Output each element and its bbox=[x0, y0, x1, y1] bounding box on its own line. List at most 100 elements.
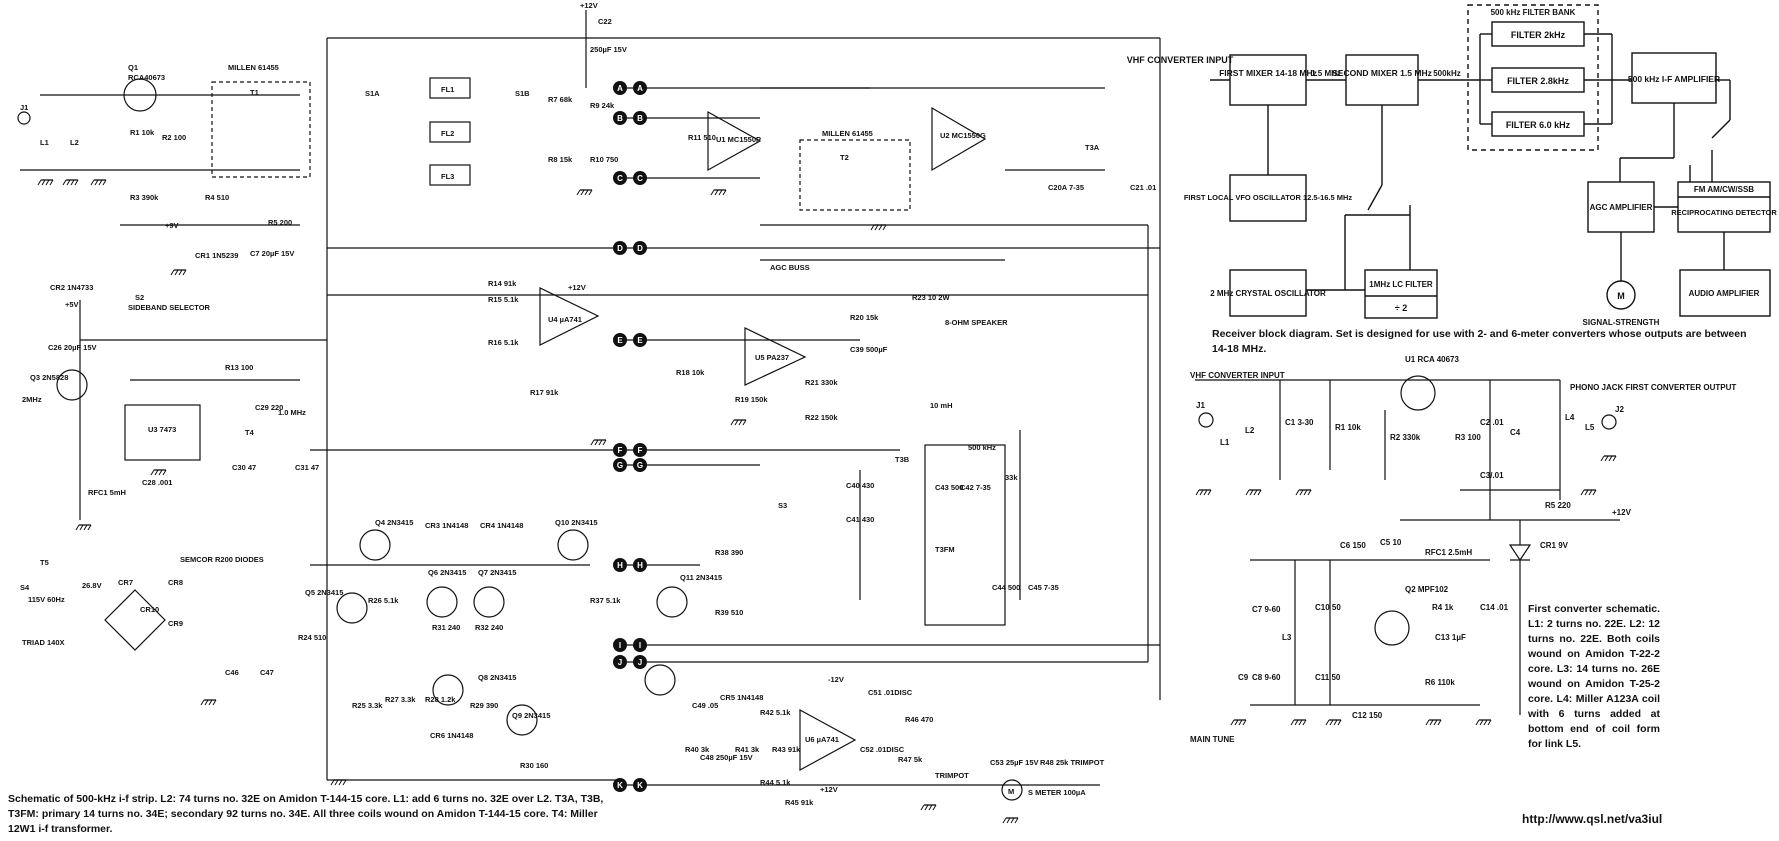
lbl-v115: 115V 60Hz bbox=[28, 595, 65, 604]
lbl-q7: Q7 2N3415 bbox=[478, 568, 516, 577]
if-strip-components bbox=[17, 77, 1023, 801]
lbl-r33k: 33k bbox=[1005, 473, 1018, 482]
lbl-cr7: CR7 bbox=[118, 578, 133, 587]
lbl-c30: C30 47 bbox=[232, 463, 256, 472]
conv-c5: C5 10 bbox=[1380, 538, 1402, 547]
conv-c2: C2 .01 bbox=[1480, 418, 1504, 427]
lbl-t3a: T3A bbox=[1085, 143, 1100, 152]
if-strip-caption: Schematic of 500-kHz i-f strip. L2: 74 t… bbox=[8, 793, 604, 835]
lbl-r32: R32 240 bbox=[475, 623, 503, 632]
conv-r4: R4 1k bbox=[1432, 603, 1454, 612]
lbl-c22v: 250µF 15V bbox=[590, 45, 627, 54]
conv-c11: C11 50 bbox=[1315, 673, 1341, 682]
lbl-r21: R21 330k bbox=[805, 378, 838, 387]
bd-divider: ÷ 2 bbox=[1395, 303, 1407, 313]
conn-i: I bbox=[619, 641, 621, 650]
lbl-u4: U4 µA741 bbox=[548, 315, 582, 324]
lbl-r27: R27 3.3k bbox=[385, 695, 416, 704]
conn-f2: F bbox=[638, 446, 643, 455]
lbl-semcor: SEMCOR R200 DIODES bbox=[180, 555, 264, 564]
conv-c7: C7 9-60 bbox=[1252, 605, 1281, 614]
lbl-fl2: FL2 bbox=[441, 129, 454, 138]
conv-r1: R1 10k bbox=[1335, 423, 1361, 432]
lbl-u6: U6 µA741 bbox=[805, 735, 839, 744]
lbl-cr1: CR1 1N5239 bbox=[195, 251, 238, 260]
conn-e2: E bbox=[637, 336, 643, 345]
lbl-c53: C53 25µF 15V bbox=[990, 758, 1039, 767]
lbl-q4: Q4 2N3415 bbox=[375, 518, 413, 527]
lbl-cr5: CR5 1N4148 bbox=[720, 693, 763, 702]
bd-signal-strength: SIGNAL-STRENGTH bbox=[1583, 318, 1660, 327]
lbl-r42: R42 5.1k bbox=[760, 708, 791, 717]
conv-main-tune: MAIN TUNE bbox=[1190, 735, 1235, 744]
conv-j2: J2 bbox=[1615, 405, 1624, 414]
conv-l1: L1 bbox=[1220, 438, 1230, 447]
lbl-r17: R17 91k bbox=[530, 388, 559, 397]
bd-detector-mode: FM AM/CW/SSB bbox=[1694, 185, 1754, 194]
conv-cr1: CR1 9V bbox=[1540, 541, 1569, 550]
conn-b2: B bbox=[637, 114, 643, 123]
lbl-l1: L1 bbox=[40, 138, 49, 147]
lbl-r38: R38 390 bbox=[715, 548, 743, 557]
converter-caption: First converter schematic. L1: 2 turns n… bbox=[1528, 603, 1660, 750]
conv-c12: C12 150 bbox=[1352, 711, 1383, 720]
conn-c: C bbox=[617, 174, 623, 183]
lbl-s3: S3 bbox=[778, 501, 787, 510]
lbl-t3b: T3B bbox=[895, 455, 910, 464]
conv-c3: C3/.01 bbox=[1480, 471, 1504, 480]
lbl-cr4: CR4 1N4148 bbox=[480, 521, 523, 530]
lbl-fl1: FL1 bbox=[441, 85, 454, 94]
lbl-c28: C28 .001 bbox=[142, 478, 172, 487]
lbl-v12b: +12V bbox=[568, 283, 586, 292]
bd-second-mixer: SECOND MIXER 1.5 MHz bbox=[1332, 68, 1432, 78]
lbl-r46: R46 470 bbox=[905, 715, 933, 724]
lbl-r15: R15 5.1k bbox=[488, 295, 519, 304]
conv-r3: R3 100 bbox=[1455, 433, 1481, 442]
lbl-millen1: MILLEN 61455 bbox=[228, 63, 279, 72]
lbl-s2: S2 bbox=[135, 293, 144, 302]
conv-r6: R6 110k bbox=[1425, 678, 1455, 687]
lbl-c51: C51 .01DISC bbox=[868, 688, 913, 697]
lbl-r22: R22 150k bbox=[805, 413, 838, 422]
lbl-r10: R10 750 bbox=[590, 155, 618, 164]
lbl-r19: R19 150k bbox=[735, 395, 768, 404]
lbl-r16: R16 5.1k bbox=[488, 338, 519, 347]
conn-d: D bbox=[617, 244, 623, 253]
if-strip-wiring bbox=[20, 10, 1161, 786]
conv-v12: +12V bbox=[1612, 508, 1632, 517]
bd-agc-amp: AGC AMPLIFIER bbox=[1590, 203, 1653, 212]
bd-input-label: VHF CONVERTER INPUT bbox=[1127, 55, 1234, 65]
lbl-t5: T5 bbox=[40, 558, 49, 567]
bd-audio-amp: AUDIO AMPLIFIER bbox=[1689, 289, 1760, 298]
conv-r2: R2 330k bbox=[1390, 433, 1421, 442]
lbl-cr10: CR10 bbox=[140, 605, 159, 614]
lbl-r23: R23 10 2W bbox=[912, 293, 950, 302]
lbl-agc: AGC BUSS bbox=[770, 263, 810, 272]
lbl-r18: R18 10k bbox=[676, 368, 705, 377]
lbl-c48: C48 250µF 15V bbox=[700, 753, 753, 762]
lbl-v12-top: +12V bbox=[580, 1, 598, 10]
lbl-j1: J1 bbox=[20, 103, 28, 112]
conv-j1: J1 bbox=[1196, 401, 1205, 410]
lbl-q11: Q11 2N3415 bbox=[680, 573, 722, 582]
conn-b: B bbox=[617, 114, 623, 123]
conn-h2: H bbox=[637, 561, 643, 570]
bd-freq-15: 1.5 MHz bbox=[1311, 69, 1341, 78]
lbl-cr8: CR8 bbox=[168, 578, 183, 587]
lbl-c39: C39 500µF bbox=[850, 345, 888, 354]
lbl-c7: C7 20µF 15V bbox=[250, 249, 294, 258]
lbl-v268: 26.8V bbox=[82, 581, 102, 590]
bd-filter-60: FILTER 6.0 kHz bbox=[1506, 120, 1571, 130]
lbl-q3: Q3 2N5828 bbox=[30, 373, 68, 382]
conv-c13: C13 1µF bbox=[1435, 633, 1466, 642]
lbl-t2: T2 bbox=[840, 153, 849, 162]
lbl-speaker: 8-OHM SPEAKER bbox=[945, 318, 1008, 327]
lbl-millen2: MILLEN 61455 bbox=[822, 129, 873, 138]
lbl-v12c: -12V bbox=[828, 675, 844, 684]
conv-phono: PHONO JACK FIRST CONVERTER OUTPUT bbox=[1570, 383, 1736, 392]
lbl-r4: R4 510 bbox=[205, 193, 229, 202]
conv-r5: R5 220 bbox=[1545, 501, 1571, 510]
lbl-c21: C21 .01 bbox=[1130, 183, 1156, 192]
lbl-q5: Q5 2N3415 bbox=[305, 588, 343, 597]
lbl-u5: U5 PA237 bbox=[755, 353, 789, 362]
